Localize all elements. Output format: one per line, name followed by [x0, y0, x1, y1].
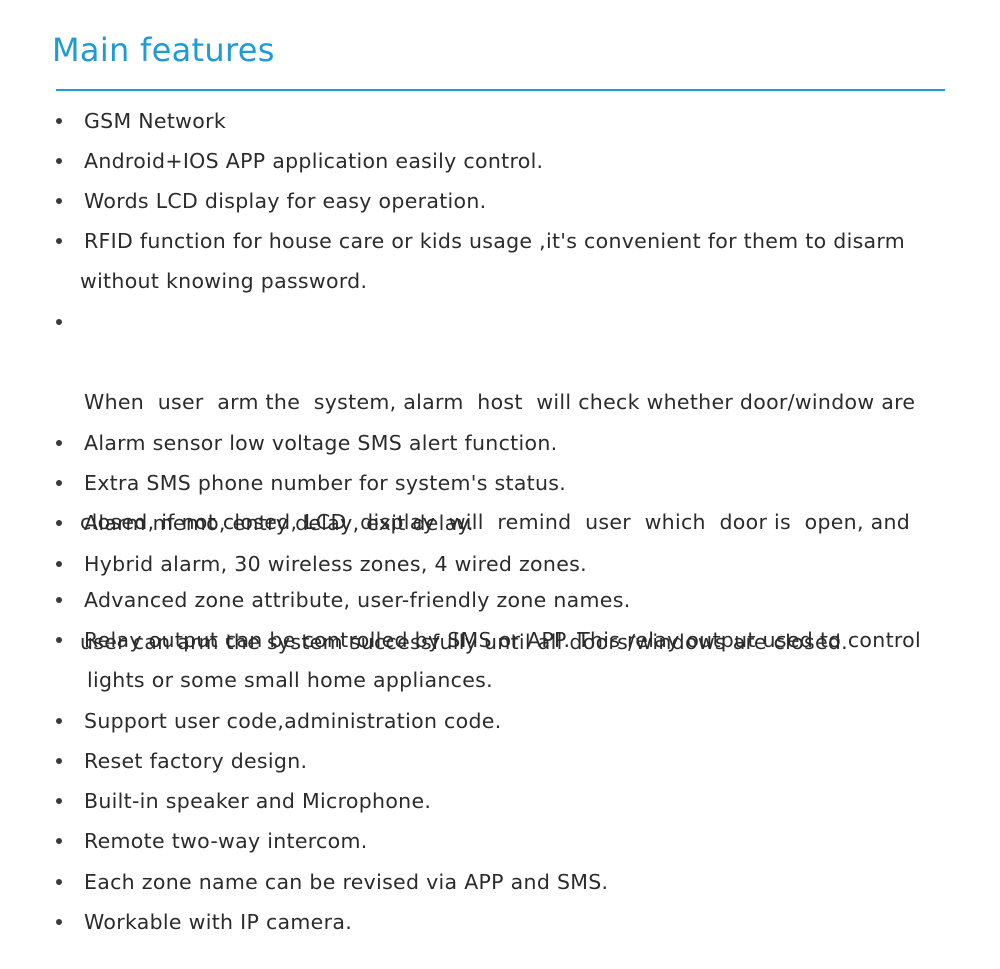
feature-text: Support user code,administration code.	[84, 709, 502, 733]
bullet-icon	[56, 597, 62, 603]
bullet-icon	[56, 798, 62, 804]
feature-text: Each zone name can be revised via APP an…	[84, 870, 609, 894]
feature-text-continuation: lights or some small home appliances.	[87, 668, 493, 692]
feature-text-continuation: closed, if not closed, LCD display will …	[80, 510, 911, 534]
feature-text: Alarm sensor low voltage SMS alert funct…	[84, 431, 558, 455]
bullet-icon	[56, 758, 62, 764]
bullet-icon	[56, 118, 62, 124]
bullet-icon	[56, 319, 62, 325]
feature-text: Advanced zone attribute, user-friendly z…	[84, 588, 631, 612]
bullet-icon	[56, 879, 62, 885]
bullet-icon	[56, 637, 62, 643]
feature-text: Alarm memo, entry delay, exit delay.	[84, 511, 474, 535]
feature-text: Extra SMS phone number for system's stat…	[84, 471, 567, 495]
feature-text: When user arm the system, alarm host wil…	[84, 390, 916, 414]
feature-text: GSM Network	[84, 109, 226, 133]
feature-text: Remote two-way intercom.	[84, 829, 368, 853]
bullet-icon	[56, 440, 62, 446]
bullet-icon	[56, 158, 62, 164]
bullet-icon	[56, 718, 62, 724]
feature-text: Hybrid alarm, 30 wireless zones, 4 wired…	[84, 552, 587, 576]
feature-text: Words LCD display for easy operation.	[84, 189, 487, 213]
bullet-icon	[56, 198, 62, 204]
feature-text-continuation: without knowing password.	[80, 269, 368, 293]
feature-text: Reset factory design.	[84, 749, 308, 773]
bullet-icon	[56, 919, 62, 925]
feature-text: Relay output can be controlled by SMS or…	[84, 628, 922, 652]
bullet-icon	[56, 561, 62, 567]
page-title: Main features	[52, 31, 275, 69]
bullet-icon	[56, 838, 62, 844]
feature-text: Workable with IP camera.	[84, 910, 353, 934]
bullet-icon	[56, 480, 62, 486]
feature-text: Built-in speaker and Microphone.	[84, 789, 432, 813]
bullet-icon	[56, 520, 62, 526]
bullet-icon	[56, 238, 62, 244]
feature-text: Android+IOS APP application easily contr…	[84, 149, 544, 173]
feature-text-continuation: user can arm the system successfully unt…	[80, 630, 848, 654]
feature-text: RFID function for house care or kids usa…	[84, 229, 906, 253]
title-divider	[56, 89, 945, 91]
